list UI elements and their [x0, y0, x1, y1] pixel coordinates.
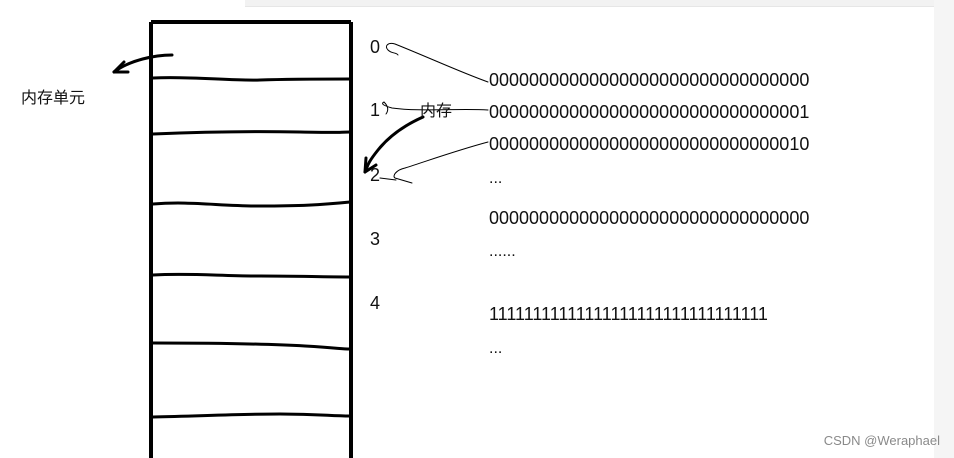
cell-divider	[151, 130, 352, 136]
ellipsis: ......	[489, 243, 516, 260]
address-label-2: 2	[370, 165, 381, 185]
cell-divider	[151, 76, 352, 82]
page-scroll-strip	[934, 0, 954, 458]
binary-value-row: 00000000000000000000000000000000	[489, 208, 810, 228]
ellipsis: ...	[489, 340, 503, 357]
page-top-bar	[245, 0, 935, 7]
cell-divider	[151, 200, 352, 208]
binary-value-row: 00000000000000000000000000000000	[489, 70, 810, 90]
cell-divider	[151, 412, 352, 419]
binary-value-row: 00000000000000000000000000000010	[489, 134, 810, 154]
memory-label-arrow	[363, 115, 425, 174]
memory-unit-arrow	[112, 53, 174, 74]
cell-divider	[151, 272, 352, 279]
memory-cell-dividers	[151, 76, 352, 419]
address-label-3: 3	[370, 229, 381, 249]
address-leader-lines	[379, 43, 489, 184]
address-label-0: 0	[370, 37, 381, 57]
cell-divider	[151, 341, 352, 351]
binary-value-row: 00000000000000000000000000000001	[489, 102, 810, 122]
address-label-1: 1	[370, 100, 381, 120]
memory-label: 内存	[420, 103, 453, 120]
memory-column	[149, 20, 353, 458]
binary-value-row: 11111111111111111111111111111111	[489, 304, 768, 324]
watermark: CSDN @Weraphael	[823, 433, 940, 448]
ellipsis: ...	[489, 170, 503, 187]
memory-unit-label: 内存单元	[21, 90, 86, 107]
address-label-4: 4	[370, 293, 381, 313]
